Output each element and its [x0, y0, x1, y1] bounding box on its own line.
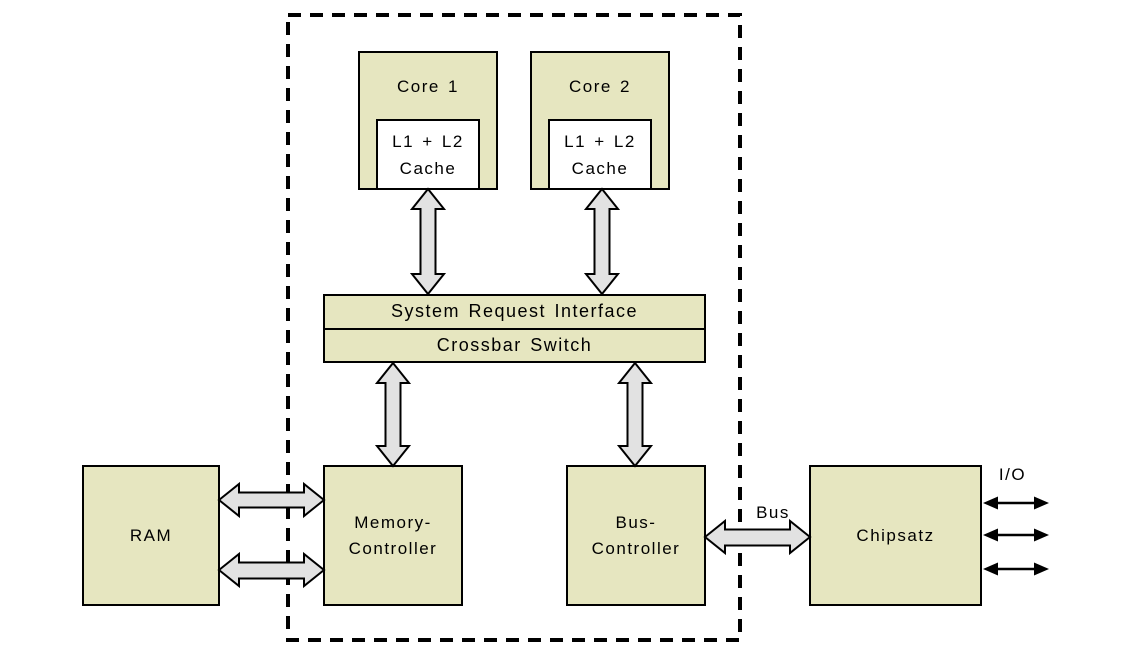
- double-arrow-ram-memory-lower-icon: [217, 551, 326, 589]
- core2-cache-box: L1 + L2 Cache: [548, 119, 652, 190]
- core2-cache-line2: Cache: [571, 158, 629, 178]
- ram-label: RAM: [129, 525, 173, 545]
- core2-cache-line1: L1 + L2: [564, 131, 636, 151]
- double-arrow-crossbar-bus-controller-icon: [616, 361, 654, 468]
- bus-controller-line1: Bus-: [615, 512, 657, 532]
- core2-box: Core 2 L1 + L2 Cache: [530, 51, 670, 190]
- core1-box: Core 1 L1 + L2 Cache: [358, 51, 498, 190]
- core1-cache-line2: Cache: [399, 158, 457, 178]
- memory-controller-box: Memory- Controller: [323, 465, 463, 606]
- io-double-arrow-1-icon: [983, 496, 1049, 510]
- core1-cache-line1: L1 + L2: [392, 131, 464, 151]
- io-label: I/O: [998, 465, 1027, 484]
- io-double-arrow-2-icon: [983, 528, 1049, 542]
- double-arrow-core2-sri-icon: [583, 187, 621, 296]
- memory-controller-line2: Controller: [348, 538, 438, 558]
- chipset-box: Chipsatz: [809, 465, 982, 606]
- bus-controller-box: Bus- Controller: [566, 465, 706, 606]
- ram-box: RAM: [82, 465, 220, 606]
- sri-crossbar-stack: System Request Interface Crossbar Switch: [323, 294, 706, 363]
- core1-label: Core 1: [396, 77, 460, 96]
- double-arrow-bus-icon: [703, 518, 812, 556]
- memory-controller-line1: Memory-: [354, 512, 432, 532]
- system-request-interface-bar: System Request Interface: [325, 296, 704, 330]
- core1-cache-box: L1 + L2 Cache: [376, 119, 480, 190]
- bus-label: Bus: [756, 503, 790, 522]
- core2-label: Core 2: [568, 77, 632, 96]
- bus-controller-line2: Controller: [591, 538, 681, 558]
- crossbar-switch-bar: Crossbar Switch: [436, 334, 593, 355]
- double-arrow-core1-sri-icon: [409, 187, 447, 296]
- chipset-label: Chipsatz: [856, 525, 935, 545]
- double-arrow-ram-memory-upper-icon: [217, 481, 326, 519]
- io-double-arrow-3-icon: [983, 562, 1049, 576]
- double-arrow-crossbar-memory-controller-icon: [374, 361, 412, 468]
